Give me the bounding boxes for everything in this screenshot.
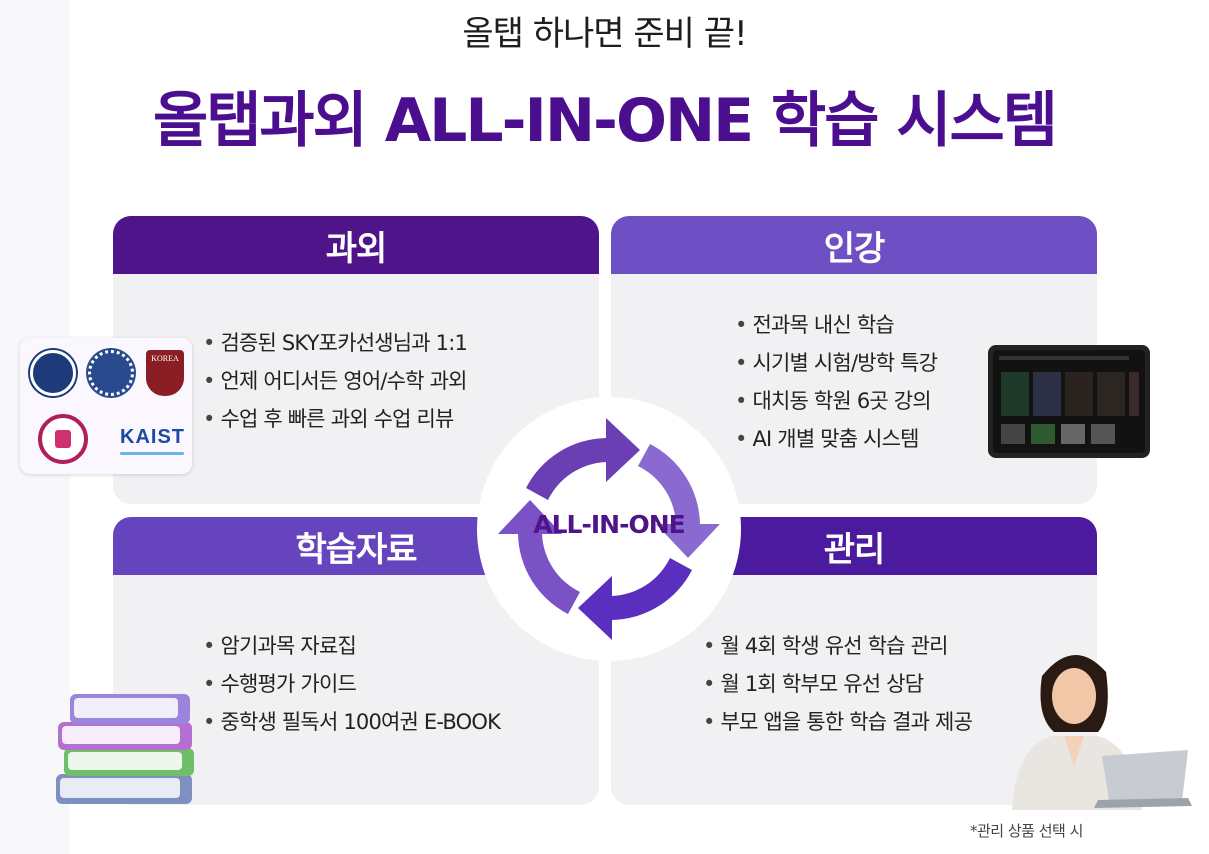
korea-univ-crest-icon: KOREA — [146, 350, 184, 396]
books-icon — [56, 694, 194, 804]
list-item: 전과목 내신 학습 — [735, 306, 937, 344]
list-item: 언제 어디서든 영어/수학 과외 — [203, 362, 467, 400]
page-subtitle: 올탭 하나면 준비 끝! — [462, 14, 747, 54]
card-tutor: 과외 검증된 SKY포카선생님과 1:1 언제 어디서든 영어/수학 과외 수업… — [113, 216, 599, 504]
list-item: 검증된 SKY포카선생님과 1:1 — [203, 324, 467, 362]
card-tutor-list: 검증된 SKY포카선생님과 1:1 언제 어디서든 영어/수학 과외 수업 후 … — [203, 324, 467, 438]
kaist-logo-underline — [120, 452, 184, 455]
yonsei-seal-icon — [30, 350, 76, 396]
cycle-arrows-icon — [477, 397, 741, 661]
list-item: 중학생 필독서 100여권 E-BOOK — [203, 703, 500, 741]
tablet-image — [988, 345, 1150, 458]
page-title: 올탭과외 ALL-IN-ONE 학습 시스템 — [153, 86, 1058, 156]
snu-seal-icon — [88, 350, 134, 396]
list-item: 수업 후 빠른 과외 수업 리뷰 — [203, 400, 467, 438]
university-logos: KOREA KAIST — [20, 338, 192, 474]
card-manage-list: 월 4회 학생 유선 학습 관리 월 1회 학부모 유선 상담 부모 앱을 통한… — [703, 627, 972, 741]
list-item: 월 4회 학생 유선 학습 관리 — [703, 627, 972, 665]
card-tutor-heading: 과외 — [113, 216, 599, 274]
list-item: 월 1회 학부모 유선 상담 — [703, 665, 972, 703]
kaist-logo: KAIST — [120, 426, 185, 448]
footnote: *관리 상품 선택 시 — [970, 822, 1083, 840]
card-material-list: 암기과목 자료집 수행평가 가이드 중학생 필독서 100여권 E-BOOK — [203, 627, 500, 741]
card-lecture-heading: 인강 — [611, 216, 1097, 274]
list-item: AI 개별 맞춤 시스템 — [735, 420, 937, 458]
card-lecture-list: 전과목 내신 학습 시기별 시험/방학 특강 대치동 학원 6곳 강의 AI 개… — [735, 306, 938, 458]
postech-seal-icon — [38, 414, 88, 464]
list-item: 대치동 학원 6곳 강의 — [735, 382, 937, 420]
tablet-screen — [993, 350, 1145, 453]
list-item: 부모 앱을 통한 학습 결과 제공 — [703, 703, 972, 741]
cycle-label: ALL-IN-ONE — [533, 510, 685, 539]
list-item: 암기과목 자료집 — [203, 627, 500, 665]
counselor-photo — [1012, 654, 1192, 810]
list-item: 수행평가 가이드 — [203, 665, 500, 703]
list-item: 시기별 시험/방학 특강 — [735, 344, 938, 382]
